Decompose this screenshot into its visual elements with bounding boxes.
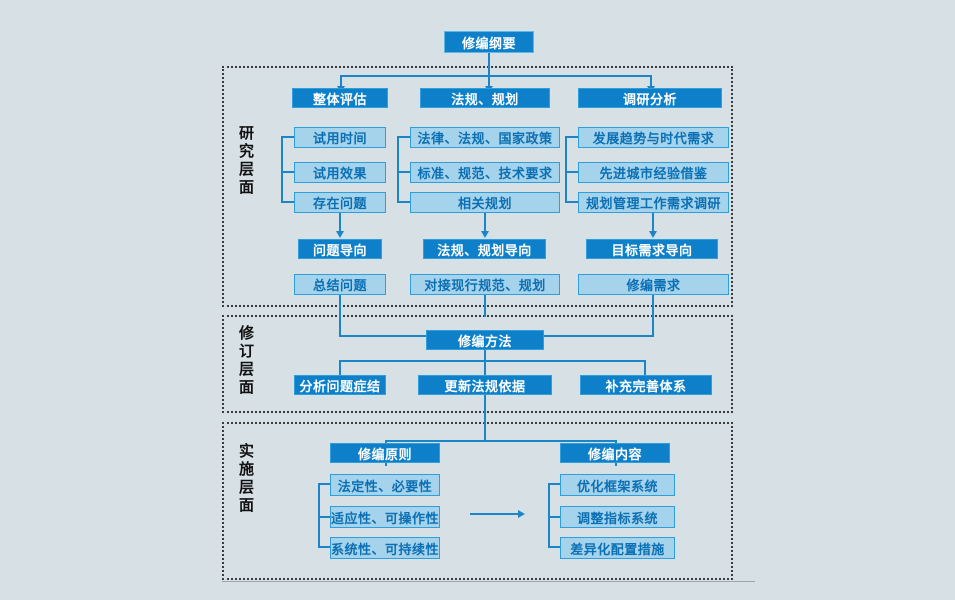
bottom-divider — [222, 581, 755, 582]
node-header-principles[interactable]: 修编原则 — [330, 443, 440, 463]
node-item-analysis-3[interactable]: 规划管理工作需求调研 — [578, 192, 729, 213]
arrowhead-principles-to-contents — [518, 510, 525, 518]
node-orientation-analysis[interactable]: 目标需求导向 — [586, 239, 718, 259]
bracket-principles-mid — [318, 516, 330, 518]
node-principle-3[interactable]: 系统性、可持续性 — [330, 537, 440, 559]
node-item-analysis-2[interactable]: 先进城市经验借鉴 — [578, 162, 729, 183]
node-outcome-overall[interactable]: 总结问题 — [294, 274, 386, 295]
node-principle-2[interactable]: 适应性、可操作性 — [330, 506, 440, 528]
node-content-2[interactable]: 调整指标系统 — [560, 506, 675, 528]
panel-research — [222, 66, 733, 307]
bracket-regulation — [397, 136, 410, 203]
node-orientation-regulation[interactable]: 法规、规划导向 — [423, 239, 546, 259]
node-orientation-overall[interactable]: 问题导向 — [298, 239, 382, 259]
connector-method-drop-2 — [484, 360, 486, 376]
connector-analysis-to-orientation — [652, 213, 654, 233]
connector-method-drop-3 — [644, 360, 646, 376]
panel-label-revision: 修订层面 — [237, 325, 254, 397]
node-item-regulation-1[interactable]: 法律、法规、国家政策 — [410, 127, 560, 148]
node-item-overall-2[interactable]: 试用效果 — [294, 162, 386, 183]
node-revision-method[interactable]: 修编方法 — [426, 330, 544, 350]
connector-root-drop-3 — [650, 75, 652, 86]
panel-label-research: 研究层面 — [237, 125, 254, 197]
bracket-principles — [318, 483, 330, 548]
panel-label-implementation: 实施层面 — [237, 443, 254, 515]
node-item-overall-3[interactable]: 存在问题 — [294, 192, 386, 213]
connector-principles-to-contents — [470, 513, 518, 515]
node-header-contents[interactable]: 修编内容 — [560, 443, 670, 463]
node-item-analysis-1[interactable]: 发展趋势与时代需求 — [578, 127, 729, 148]
node-header-research-analysis[interactable]: 调研分析 — [578, 88, 722, 108]
connector-outcome3-down — [652, 295, 654, 336]
connector-method-drop-1 — [339, 360, 341, 376]
node-item-overall-1[interactable]: 试用时间 — [294, 127, 386, 148]
connector-implementation-bus — [385, 440, 617, 442]
connector-overall-to-orientation — [339, 213, 341, 233]
connector-root-drop-1 — [340, 75, 342, 86]
node-principle-1[interactable]: 法定性、必要性 — [330, 474, 440, 496]
arrowhead-analysis-orientation — [649, 231, 657, 238]
arrowhead-regulation-orientation — [481, 231, 489, 238]
node-outcome-regulation[interactable]: 对接现行规范、规划 — [410, 274, 560, 295]
node-method-3[interactable]: 补充完善体系 — [580, 375, 712, 395]
arrowhead-overall-orientation — [336, 231, 344, 238]
bracket-contents-mid — [548, 516, 560, 518]
bracket-contents — [548, 483, 560, 548]
connector-outcome1-down — [339, 295, 341, 336]
panel-implementation — [222, 422, 733, 580]
connector-regulation-to-orientation — [484, 213, 486, 233]
bracket-analysis — [565, 136, 578, 203]
node-content-1[interactable]: 优化框架系统 — [560, 474, 675, 496]
bracket-overall — [281, 136, 294, 203]
node-method-1[interactable]: 分析问题症结 — [294, 375, 386, 395]
node-item-regulation-3[interactable]: 相关规划 — [410, 192, 560, 213]
node-method-2[interactable]: 更新法规依据 — [418, 375, 552, 395]
connector-outcome2-down — [484, 295, 486, 317]
node-outcome-analysis[interactable]: 修编需求 — [578, 274, 729, 295]
connector-method-bus — [339, 360, 645, 362]
bracket-overall-mid — [281, 171, 294, 173]
node-root-outline[interactable]: 修编纲要 — [444, 31, 534, 53]
connector-root-stem — [488, 53, 490, 76]
node-header-regulation-planning[interactable]: 法规、规划 — [420, 88, 550, 108]
node-item-regulation-2[interactable]: 标准、规范、技术要求 — [410, 162, 560, 183]
connector-root-drop-2 — [488, 75, 490, 86]
node-header-overall-assessment[interactable]: 整体评估 — [292, 88, 388, 108]
connector-method-stem — [484, 350, 486, 361]
connector-root-bus — [340, 75, 650, 77]
panel-revision — [222, 315, 733, 413]
bracket-regulation-mid — [397, 171, 410, 173]
node-content-3[interactable]: 差异化配置措施 — [560, 537, 675, 559]
bracket-analysis-mid — [565, 171, 578, 173]
connector-revision-to-implementation — [484, 395, 486, 442]
